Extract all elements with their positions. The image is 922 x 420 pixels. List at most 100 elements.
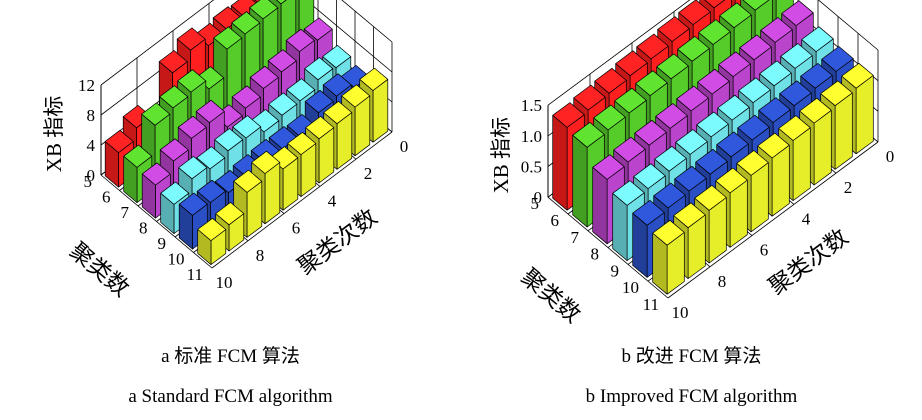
- caption-b-en: b Improved FCM algorithm: [585, 386, 798, 407]
- bar-top-face: [780, 43, 813, 69]
- bar-top-face: [572, 122, 605, 148]
- bar-top-face: [781, 0, 814, 26]
- bar-top-face: [141, 102, 171, 126]
- bar-top-face: [552, 102, 585, 128]
- bar-top-face: [635, 70, 668, 96]
- bar-top-face: [697, 68, 730, 95]
- bar-top-face: [232, 115, 262, 139]
- y-tick-label: 8: [591, 245, 600, 264]
- bar-top-face: [158, 50, 188, 74]
- bar-top-face: [800, 63, 833, 89]
- y-tick-label: 6: [102, 188, 111, 207]
- bar-top-face: [636, 33, 669, 60]
- bar-top-face: [779, 80, 812, 107]
- bar-top-face: [141, 162, 171, 186]
- bar-top-face: [305, 116, 335, 140]
- bar-top-face: [615, 50, 648, 77]
- bar-top-face: [251, 150, 281, 174]
- bar-top-face: [715, 167, 748, 194]
- bar-top-face: [698, 19, 731, 45]
- bar-top-face: [287, 131, 317, 155]
- bar-top-face: [197, 217, 227, 241]
- bar-top-face: [359, 67, 389, 91]
- y-axis-title: 聚类数: [516, 264, 585, 328]
- y-tick-label: 11: [187, 265, 203, 284]
- z-tick-label: 0: [87, 166, 96, 185]
- x-tick-label: 0: [400, 137, 409, 156]
- bar-top-face: [215, 202, 245, 226]
- bar-top-face: [160, 181, 190, 205]
- x-tick-label: 2: [364, 164, 373, 183]
- bar-top-face: [695, 148, 728, 175]
- y-tick-label: 7: [121, 203, 130, 222]
- bar-top-face: [592, 154, 625, 180]
- bar-top-face: [285, 28, 315, 52]
- bar-top-face: [593, 104, 626, 131]
- bar-top-face: [821, 46, 854, 72]
- bar-top-face: [104, 129, 134, 153]
- y-tick-label: 11: [643, 295, 659, 314]
- bar-front-face: [834, 92, 853, 170]
- bar-top-face: [304, 89, 334, 114]
- bar-top-face: [760, 17, 793, 43]
- bar-top-face: [841, 62, 874, 89]
- bar-top-face: [231, 85, 261, 109]
- bar-side-face: [572, 134, 588, 228]
- bar: [197, 217, 227, 265]
- z-axis-title: XB 指标: [489, 117, 513, 193]
- bar-top-face: [341, 84, 371, 108]
- x-tick-label: 2: [844, 178, 853, 197]
- x-tick-label: 4: [802, 209, 811, 228]
- bar-top-face: [739, 34, 772, 61]
- y-tick-label: 7: [571, 228, 580, 247]
- bar-top-face: [633, 163, 666, 189]
- bar-side-face: [552, 114, 568, 211]
- floor-grid-line: [211, 131, 393, 269]
- bar-top-face: [573, 84, 606, 111]
- bar-top-face: [634, 119, 667, 146]
- x-tick-label: 6: [760, 241, 769, 260]
- x-axis-title: 聚类次数: [764, 224, 853, 299]
- bar-top-face: [123, 144, 153, 168]
- bar-top-face: [694, 185, 727, 211]
- bar-top-face: [738, 77, 771, 103]
- bar-top-face: [159, 138, 189, 162]
- bar-top-face: [736, 150, 769, 176]
- bar-top-face: [267, 49, 297, 73]
- bar-top-face: [799, 97, 832, 124]
- bar-top-face: [820, 80, 853, 107]
- bar-top-face: [657, 16, 690, 42]
- y-tick-label: 6: [551, 211, 560, 230]
- bar-top-face: [673, 202, 706, 229]
- bar-top-face: [178, 156, 208, 180]
- bar-side-face: [592, 166, 608, 245]
- bar-top-face: [677, 36, 710, 62]
- x-axis-title: 聚类次数: [293, 204, 382, 279]
- x-tick-label: 10: [672, 303, 689, 322]
- bar-top-face: [196, 179, 226, 203]
- bar-top-face: [177, 69, 207, 93]
- bar-top-face: [303, 17, 333, 41]
- y-tick-label: 9: [611, 261, 620, 280]
- bar-top-face: [594, 67, 627, 94]
- bar-top-face: [652, 219, 685, 246]
- bar-top-face: [801, 26, 834, 52]
- bar-top-face: [655, 103, 688, 129]
- z-axis-title: XB 指标: [42, 96, 66, 172]
- bar-top-face: [656, 53, 689, 80]
- bar-top-face: [717, 94, 750, 121]
- bar-top-face: [159, 85, 189, 109]
- bar-top-face: [757, 132, 790, 159]
- bar-top-face: [249, 65, 279, 89]
- x-tick-label: 0: [886, 147, 895, 166]
- y-tick-label: 8: [139, 219, 148, 238]
- y-axis-title: 聚类数: [65, 238, 134, 302]
- bar-top-face: [286, 78, 316, 102]
- bar-top-face: [178, 192, 208, 216]
- bar-top-face: [612, 180, 645, 206]
- bar-top-face: [196, 146, 226, 170]
- bar-top-face: [718, 51, 751, 77]
- bar-top-face: [742, 0, 770, 11]
